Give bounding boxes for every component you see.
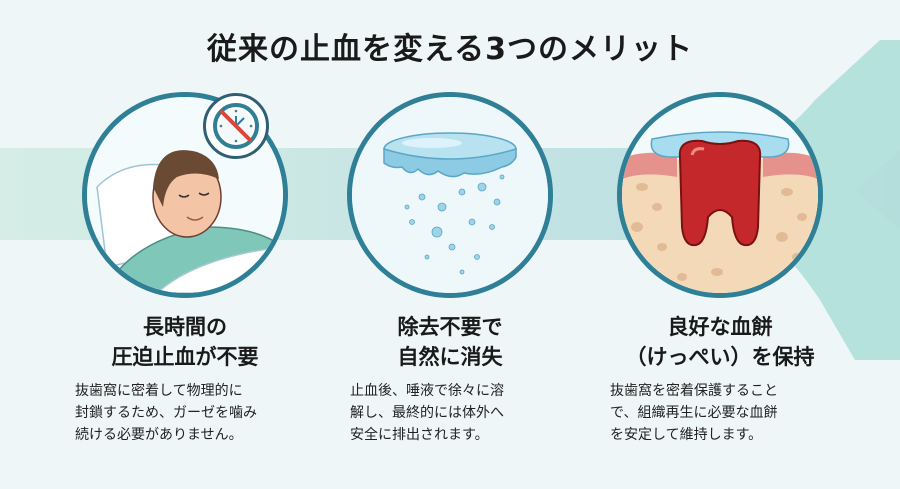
card-body-line3: を安定して維持します。 (610, 427, 763, 443)
card-body-line2: で、組織再生に必要な血餅 (610, 405, 778, 421)
tooth-blood-clot-icon (617, 92, 823, 298)
card-heading-line2: 自然に消失 (397, 345, 503, 369)
no-clock-icon (203, 93, 269, 159)
sleeping-patient-icon (82, 92, 288, 298)
card-body-line2: 封鎖するため、ガーゼを噛み (75, 405, 257, 421)
page-title: 従来の止血を変える3つのメリット (207, 32, 693, 67)
card-heading-line1: 除去不要で (397, 315, 503, 339)
benefit-card-3: 良好な血餅 （けっぺい）を保持 抜歯窩を密着保護すること で、組織再生に必要な血… (595, 92, 845, 446)
card-heading-line1: 良好な血餅 (667, 315, 773, 339)
card-body-line2: 解し、最終的には体外へ (350, 405, 504, 421)
benefit-card-2: 除去不要で 自然に消失 止血後、唾液で徐々に溶 解し、最終的には体外へ 安全に排… (325, 92, 575, 446)
card-heading-line2: 圧迫止血が不要 (111, 345, 259, 369)
dissolving-tablet-icon (347, 92, 553, 298)
card-heading-line1: 長時間の (143, 315, 227, 339)
card-heading-line2: （けっぺい）を保持 (625, 345, 815, 369)
card-body-line3: 安全に排出されます。 (350, 427, 489, 443)
card-body-line1: 止血後、唾液で徐々に溶 (350, 383, 504, 399)
benefit-card-1: 長時間の 圧迫止血が不要 抜歯窩に密着して物理的に 封鎖するため、ガーゼを噛み … (60, 92, 310, 446)
card-body-line3: 続ける必要がありません。 (75, 427, 243, 443)
chevron-decoration (760, 40, 900, 360)
card-body-line1: 抜歯窩に密着して物理的に (75, 383, 243, 399)
card-body-line1: 抜歯窩を密着保護すること (610, 383, 778, 399)
